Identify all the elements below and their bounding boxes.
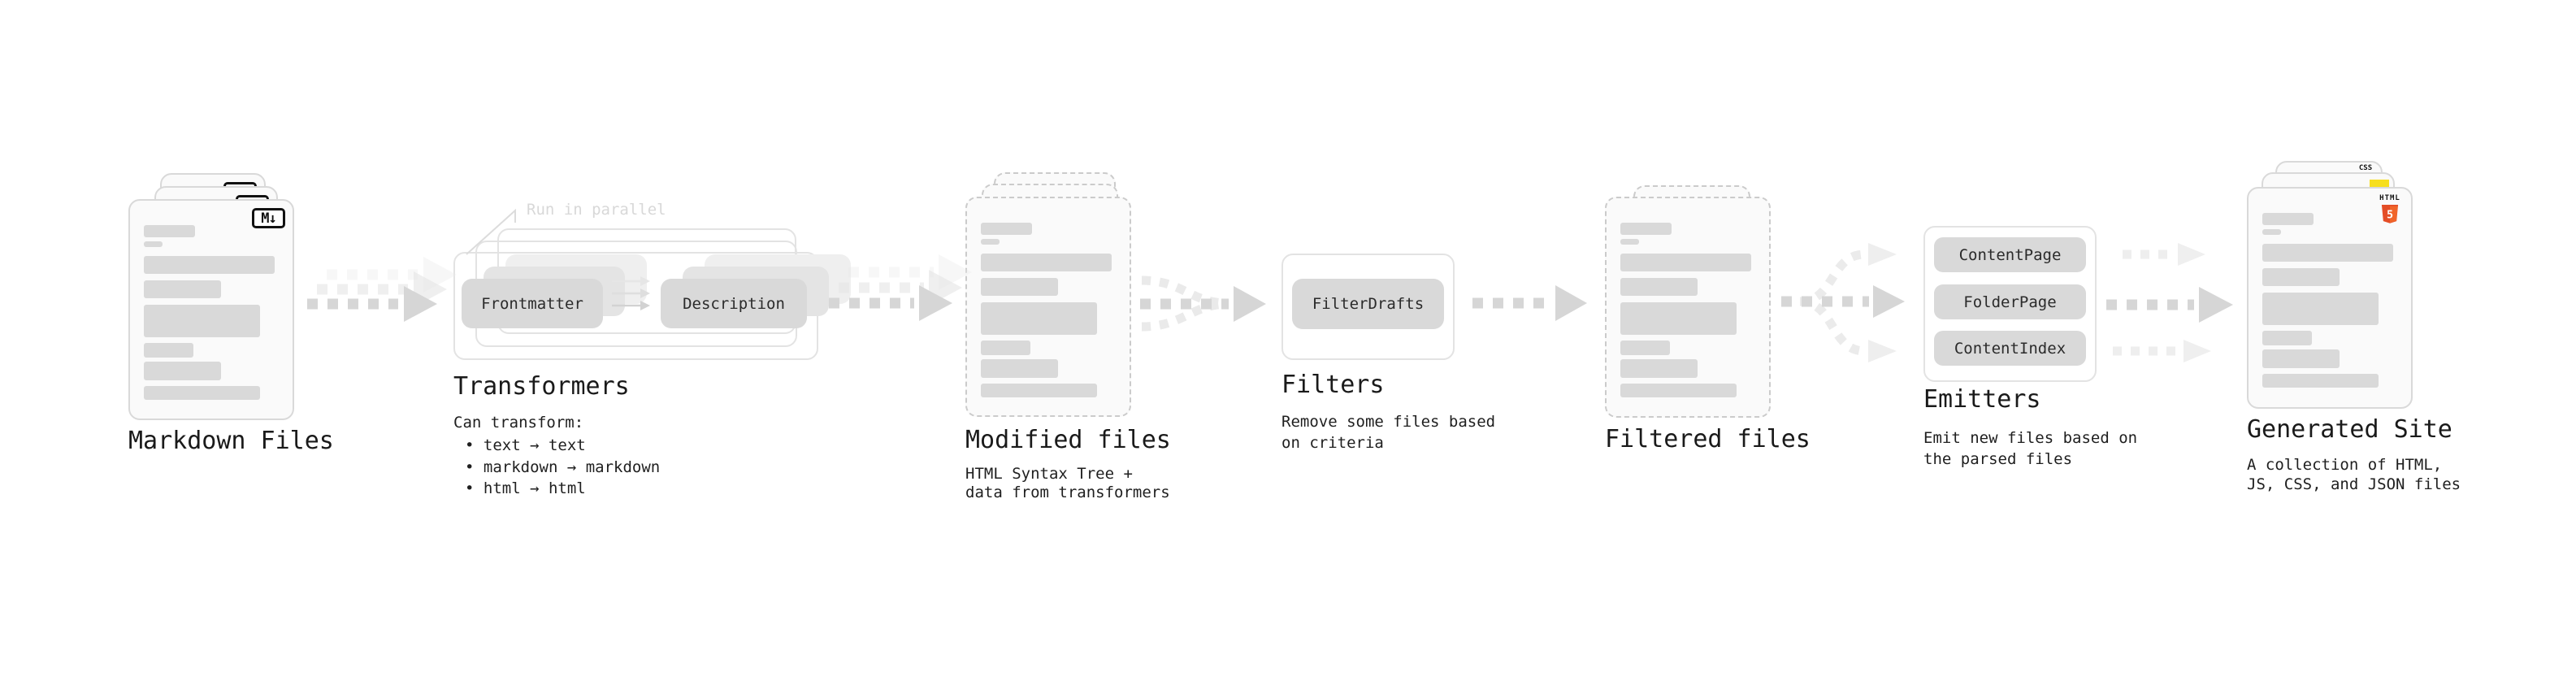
file-content-line [2262, 331, 2313, 345]
file-content-line [981, 340, 1031, 355]
generated-file-card-front: HTML 5 [2247, 187, 2413, 409]
filters-label: Filters [1281, 371, 1385, 399]
file-content-line [1620, 223, 1672, 235]
modified-file-card-front [965, 197, 1131, 417]
run-in-parallel-note: Run in parallel [527, 201, 666, 219]
html5-logo-icon: HTML 5 [2379, 194, 2400, 225]
file-content-lines [2262, 213, 2393, 388]
file-content-line [144, 256, 275, 274]
filtered-file-card-front [1605, 197, 1771, 418]
description-pill: Description [661, 279, 807, 328]
file-content-line [144, 241, 163, 247]
filtered-files-label: Filtered files [1605, 425, 1811, 453]
file-content-line [1620, 302, 1737, 335]
contentindex-pill: ContentIndex [1934, 331, 2086, 366]
file-content-line [2262, 293, 2379, 325]
transformers-bullet-3: • html → html [465, 479, 586, 497]
file-content-line [981, 278, 1058, 296]
file-content-line [981, 384, 1098, 397]
arrow-markdown-to-transformers [307, 257, 457, 322]
file-content-lines [1620, 223, 1751, 397]
frontmatter-pill: Frontmatter [462, 279, 603, 328]
transformers-label: Transformers [453, 372, 630, 401]
file-content-line [2262, 268, 2340, 286]
file-content-line [2262, 349, 2340, 368]
folderpage-pill: FolderPage [1934, 284, 2086, 319]
generated-site-label: Generated Site [2247, 415, 2452, 444]
file-content-line [1620, 340, 1671, 355]
transformers-bullet-1: • text → text [465, 436, 586, 454]
file-content-line [144, 305, 261, 337]
filters-desc-2: on criteria [1281, 434, 1384, 452]
markdown-files-label: Markdown Files [128, 427, 334, 455]
file-content-line [2262, 229, 2281, 235]
markdown-file-card-front: M↓ [128, 199, 294, 420]
emitters-desc-1: Emit new files based on [1923, 429, 2138, 447]
file-content-line [2262, 374, 2379, 388]
generated-site-desc-2: JS, CSS, and JSON files [2247, 475, 2461, 493]
transformers-bullet-2: • markdown → markdown [465, 458, 661, 476]
filters-box [1281, 254, 1455, 360]
arrow-filters-to-filtered [1472, 285, 1587, 321]
filterdrafts-pill: FilterDrafts [1292, 279, 1444, 329]
generated-site-desc-1: A collection of HTML, [2247, 456, 2443, 474]
emitters-desc-2: the parsed files [1923, 450, 2073, 468]
file-content-line [1620, 384, 1737, 397]
emitters-label: Emitters [1923, 385, 2041, 414]
file-content-line [981, 254, 1112, 271]
transformers-desc-title: Can transform: [453, 414, 584, 432]
css-wordmark: CSS [2358, 164, 2373, 172]
svg-text:5: 5 [2387, 209, 2393, 221]
html5-wordmark: HTML [2379, 194, 2400, 202]
modified-files-label: Modified files [965, 426, 1171, 454]
file-content-lines [144, 225, 275, 400]
file-content-line [1620, 278, 1698, 296]
contentpage-pill: ContentPage [1934, 237, 2086, 272]
file-content-line [1620, 239, 1639, 245]
file-content-line [981, 223, 1032, 235]
file-content-line [2262, 213, 2314, 225]
filters-desc-1: Remove some files based [1281, 413, 1496, 431]
file-content-line [144, 343, 194, 358]
file-content-lines [981, 223, 1112, 397]
modified-files-desc-2: data from transformers [965, 484, 1170, 501]
html5-shield: 5 [2381, 204, 2399, 223]
file-content-line [981, 302, 1098, 335]
arrow-modified-to-filters-merge [1140, 275, 1266, 332]
file-content-line [1620, 254, 1751, 271]
file-content-line [144, 280, 221, 298]
file-content-line [144, 362, 221, 380]
modified-files-desc-1: HTML Syntax Tree + [965, 465, 1133, 483]
markdown-icon: M↓ [252, 208, 285, 228]
arrow-filtered-to-emitters-split [1781, 243, 1905, 362]
file-content-line [1620, 359, 1698, 378]
file-content-line [981, 359, 1058, 378]
file-content-line [144, 386, 261, 400]
arrow-emitters-to-generated [2106, 243, 2233, 362]
file-content-line [2262, 244, 2393, 262]
file-content-line [981, 239, 1000, 245]
emitters-box [1923, 226, 2097, 382]
file-content-line [144, 225, 195, 237]
